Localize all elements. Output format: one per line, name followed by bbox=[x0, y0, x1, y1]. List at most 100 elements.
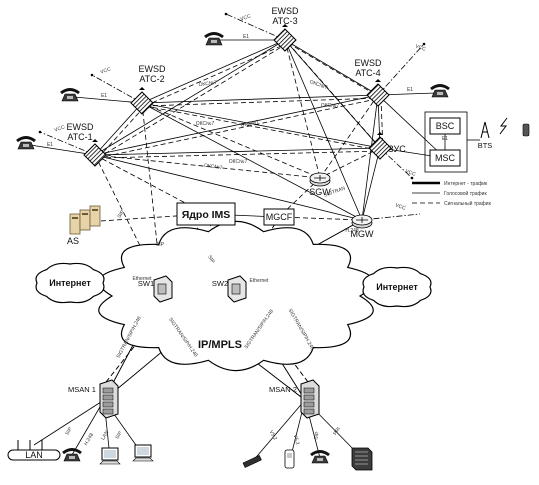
phone-handset bbox=[62, 448, 82, 455]
vcc-label: VCC bbox=[100, 66, 112, 75]
exchange-top-icon bbox=[92, 139, 98, 142]
link-label: Ethernet bbox=[250, 278, 270, 284]
exchange-zus bbox=[368, 132, 392, 160]
box-bsc: BSC bbox=[429, 117, 461, 135]
cloud-outline bbox=[35, 262, 105, 304]
legend-item-internet: Интернет - трафик bbox=[444, 181, 488, 187]
atc1-label: АТС-1 bbox=[67, 132, 92, 142]
ims-label: Ядро IMS bbox=[182, 209, 231, 221]
e1-label: E1 bbox=[243, 34, 249, 40]
signal-link bbox=[278, 216, 363, 221]
voice-link bbox=[141, 39, 286, 104]
vcc-label: VCC bbox=[414, 43, 426, 52]
mgcf-label: MGCF bbox=[266, 212, 293, 222]
internet-cloud-left bbox=[35, 262, 105, 304]
link-label: ОКС№7 bbox=[198, 80, 217, 89]
phone-handset bbox=[310, 450, 330, 457]
server-slot bbox=[72, 217, 78, 219]
msan-card bbox=[303, 387, 315, 394]
phone-atc3 bbox=[204, 32, 224, 46]
msan1-label: MSAN 1 bbox=[68, 385, 96, 394]
v52-label: V5.2 bbox=[268, 430, 278, 442]
v52-label: V5.2 bbox=[292, 434, 301, 446]
pri-label: PRI bbox=[332, 426, 342, 436]
msan-msan1: MSAN 1 bbox=[68, 379, 119, 419]
box-frame bbox=[429, 117, 461, 135]
signal-link bbox=[97, 97, 382, 159]
bsc-msc-frame bbox=[424, 111, 468, 173]
internet-right-label: Интернет bbox=[376, 282, 418, 292]
lan-link-label: LAN bbox=[100, 429, 110, 441]
link-label: ОКС№7 bbox=[229, 159, 248, 165]
e1-label: E1 bbox=[47, 142, 53, 148]
exchange-top-icon bbox=[139, 87, 145, 90]
router-mgw: MGW bbox=[351, 214, 374, 239]
phone-keypad bbox=[69, 456, 75, 459]
msan2-devices bbox=[242, 447, 373, 471]
box-frame bbox=[176, 202, 236, 226]
voice-link bbox=[29, 144, 96, 156]
voice-link bbox=[361, 147, 381, 221]
link-vcc bbox=[361, 213, 421, 221]
msan2-label: MSAN 2 bbox=[269, 385, 297, 394]
switch-sw2: SW2 bbox=[212, 275, 247, 303]
exchange-icon bbox=[83, 143, 107, 167]
signal-link bbox=[287, 42, 382, 99]
signal-link bbox=[141, 102, 321, 179]
vcc-arrow-head bbox=[410, 176, 414, 180]
pc-msan1 bbox=[99, 447, 121, 465]
exchange-icon bbox=[368, 136, 392, 160]
msan-card bbox=[303, 394, 315, 401]
msan-card bbox=[303, 408, 315, 415]
link-vcc bbox=[39, 131, 96, 156]
voice-link bbox=[251, 399, 306, 463]
voice-link bbox=[141, 102, 363, 221]
e1-label: E1 bbox=[442, 136, 448, 142]
vcc-label: VCC bbox=[54, 124, 66, 133]
h248-label: H.248 bbox=[83, 432, 95, 447]
router-arrows-icon bbox=[314, 175, 326, 181]
lan-label: LAN bbox=[25, 450, 43, 460]
monitor-screen bbox=[137, 447, 149, 455]
sip-label: SIP bbox=[313, 430, 321, 440]
server-as: AS bbox=[67, 205, 101, 246]
exchange-top-icon bbox=[377, 132, 383, 135]
link-vcc bbox=[377, 43, 425, 96]
phone-keypad bbox=[67, 96, 73, 99]
atc3-label: АТС-3 bbox=[272, 16, 297, 26]
signal-link bbox=[319, 147, 381, 179]
msc-label: MSC bbox=[435, 153, 456, 163]
msan-card bbox=[303, 401, 315, 408]
vcc-arrow-head bbox=[38, 130, 42, 134]
box-frame bbox=[263, 208, 295, 226]
exchange-atc2 bbox=[130, 87, 154, 115]
phone-atc2 bbox=[60, 88, 80, 102]
voice-link bbox=[94, 39, 286, 156]
signal-link bbox=[84, 213, 207, 223]
exchange-icon bbox=[130, 91, 154, 115]
e1-label: E1 bbox=[407, 87, 413, 93]
pbx-server-icon bbox=[351, 447, 373, 471]
phone-keypad bbox=[437, 92, 443, 95]
ip-mpls-label: IP/MPLS bbox=[198, 339, 242, 351]
bts-label: BTS bbox=[478, 141, 493, 150]
atc2-label: АТС-2 bbox=[139, 74, 164, 84]
atc1-label: EWSD bbox=[67, 122, 95, 132]
signal-link bbox=[319, 94, 379, 179]
vcc-label: VCC bbox=[404, 168, 416, 177]
msan-card bbox=[102, 408, 114, 415]
vcc-arrow-head bbox=[224, 12, 228, 16]
link-vcc bbox=[91, 74, 143, 104]
exchange-icon bbox=[366, 83, 390, 107]
voice-link bbox=[94, 94, 379, 156]
handset-screen bbox=[287, 453, 292, 458]
keyboard-icon bbox=[99, 460, 121, 465]
msan-card bbox=[102, 387, 114, 394]
signal-link bbox=[144, 97, 382, 107]
exchange-top-icon bbox=[282, 24, 288, 27]
phone-handset bbox=[430, 84, 450, 91]
sgw-label: SGW bbox=[309, 187, 331, 197]
link-vcc bbox=[225, 13, 286, 41]
handset-icon bbox=[284, 449, 295, 469]
